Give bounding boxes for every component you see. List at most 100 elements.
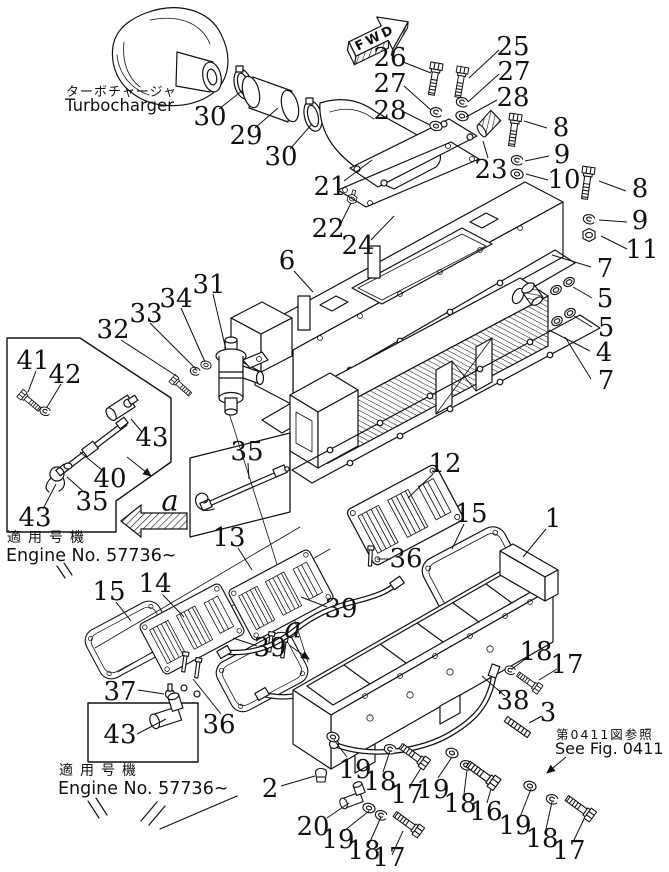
hose-29 [241, 75, 300, 123]
callout-38: 38 [496, 686, 530, 716]
washer-icon [509, 167, 525, 181]
callout-8-1: 8 [552, 113, 570, 143]
callout-19-3: 19 [498, 811, 532, 841]
callout-27-2: 27 [497, 57, 531, 87]
plug-22 [345, 189, 359, 206]
applicability-note-1-en: Engine No. 57736~ [6, 546, 177, 566]
callout-19-2: 19 [416, 775, 450, 805]
callout-35-1: 35 [75, 487, 109, 517]
callout-18-2: 18 [443, 789, 477, 819]
callout-8-2: 8 [631, 174, 649, 204]
stud-icon [503, 715, 532, 739]
turbocharger-label-en: Turbocharger [65, 96, 174, 115]
manifold-cover-6 [230, 181, 564, 406]
gasket-24 [337, 141, 480, 208]
spring-washer-icon [581, 212, 597, 226]
spring-washer-icon [509, 153, 525, 167]
see-fig-label-jp: 第0411図参照 [556, 727, 654, 742]
applicability-note-2-en: Engine No. 57736~ [58, 779, 229, 799]
hose-and-clamps [233, 65, 323, 132]
callout-18-1: 18 [363, 767, 397, 797]
stud-icon [192, 657, 203, 679]
bolt-icon [390, 808, 426, 839]
bolt-icon [16, 388, 44, 414]
callout-30-2: 30 [264, 142, 298, 172]
callout-24: 24 [341, 231, 375, 261]
callout-33: 33 [129, 299, 163, 329]
callout-5-2: 5 [597, 313, 615, 343]
callout-25: 25 [496, 32, 530, 62]
callout-28-1: 28 [373, 96, 407, 126]
callout-28-2: 28 [496, 83, 530, 113]
break-marks [56, 562, 238, 830]
section-arrow-a2 [288, 644, 310, 660]
connector-fitting [105, 394, 139, 421]
callout-17-3: 17 [552, 836, 586, 866]
elbow-fitting-43 [149, 692, 184, 730]
callout-30-1: 30 [193, 102, 227, 132]
callout-6: 6 [278, 246, 296, 276]
spring-washer-icon [373, 808, 389, 822]
callout-10: 10 [547, 165, 581, 195]
applicability-box-1 [6, 337, 172, 533]
bolt-icon [562, 792, 598, 823]
callout-40: 40 [93, 464, 127, 494]
callout-4: 4 [595, 338, 613, 368]
callout-27-1: 27 [373, 69, 407, 99]
callout-36-2: 36 [202, 710, 236, 740]
callout-9-1: 9 [553, 140, 571, 170]
callout-3: 3 [539, 698, 557, 728]
callout-7-1: 7 [596, 254, 614, 284]
applicability-note-2-jp: 適用号機 [59, 763, 143, 779]
callout-15-2: 15 [454, 499, 488, 529]
gasket-7-lower [291, 314, 601, 484]
callout-35-2: 35 [230, 437, 264, 467]
callout-26: 26 [373, 43, 407, 73]
callout-12: 12 [428, 449, 462, 479]
callout-17-1: 17 [390, 780, 424, 810]
callout-39-2: 39 [253, 633, 287, 663]
callout-17-5: 17 [550, 650, 584, 680]
callout-9-2: 9 [631, 206, 649, 236]
bolt-icon [577, 165, 596, 201]
callout-19-4: 19 [321, 825, 355, 855]
callout-14: 14 [138, 569, 172, 599]
plug-icon [476, 109, 502, 138]
bottom-hardware [314, 664, 598, 839]
callout-18-3: 18 [525, 824, 559, 854]
bolt-icon [451, 65, 470, 99]
callout-13: 13 [212, 523, 246, 553]
detail-box-2 [189, 432, 291, 538]
spring-washer-icon [454, 95, 470, 109]
spring-washer-icon [428, 105, 444, 119]
leader-lines [27, 49, 628, 856]
see-fig-label-en: See Fig. 0411 [555, 739, 664, 758]
callout-11: 11 [625, 235, 659, 265]
plug-icon [314, 767, 328, 783]
turbocharger-drawing [111, 7, 229, 107]
callout-31: 31 [192, 270, 226, 300]
clip-43 [45, 462, 73, 493]
washer-icon [199, 359, 213, 371]
elbow-icon [339, 781, 366, 810]
section-arrow-a1 [120, 456, 188, 539]
callout-43-3: 43 [103, 720, 137, 750]
callout-16: 16 [469, 797, 503, 827]
callout-17-4: 17 [372, 843, 406, 872]
callout-21: 21 [313, 172, 347, 202]
callout-7-2: 7 [597, 366, 615, 396]
clamp-icon [303, 97, 323, 132]
callout-41: 41 [16, 346, 50, 376]
callout-32: 32 [96, 315, 130, 345]
callout-43-1: 43 [135, 423, 169, 453]
bolt-icon [424, 61, 444, 97]
callout-a-2: a [284, 610, 302, 645]
callout-39-1: 39 [324, 594, 358, 624]
callout-19-1: 19 [338, 755, 372, 785]
detail-box-3 [87, 692, 199, 763]
bolt-icon [168, 374, 194, 399]
callout-34: 34 [159, 284, 193, 314]
callout-43-2: 43 [18, 503, 52, 533]
